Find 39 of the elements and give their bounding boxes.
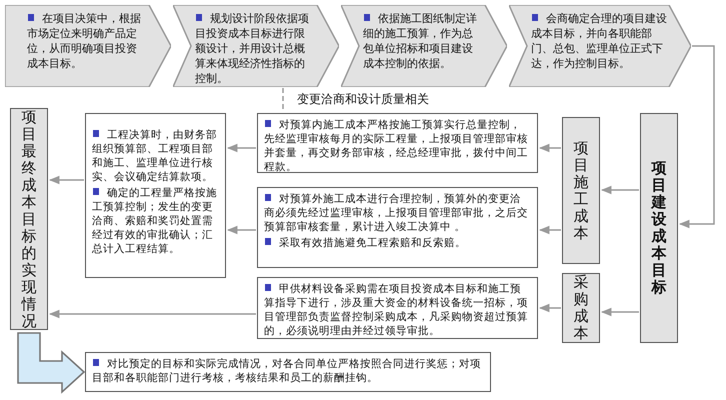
- arrow: [226, 144, 256, 152]
- edge-label: 变更洽商和设计质量相关: [295, 91, 431, 108]
- vertical-label: 项目最终成本目标的实现情况: [21, 108, 37, 330]
- category-box: [640, 113, 678, 343]
- arrow: [538, 226, 561, 234]
- process-step: [5, 5, 171, 87]
- bullet-text: 对预算外施工成本进行合理控制，预算外的变更洽商必须先经过监理审核，上报项目管理部审批，之后交预算部审核套量，累计进入竣工决算中 。: [264, 192, 531, 234]
- process-step: [341, 5, 507, 87]
- text-box: [257, 187, 538, 268]
- arrow: [48, 176, 84, 184]
- text-box: [85, 113, 226, 278]
- process-step: [509, 5, 691, 87]
- arrow: [538, 304, 561, 312]
- category-box: [562, 117, 600, 264]
- bullet-text: 确定的工程量严格按施工预算控制；发生的变更洽商、索赔和奖罚处置需经过有效的审批确认；汇总计入工程结算。: [92, 186, 219, 256]
- bullet-text: 对比预定的目标和实际完成情况，对各合同单位严格按照合同进行奖惩；对项目部和各职能部门进行考核，考核结果和员工的薪酬挂钩。: [92, 357, 484, 385]
- category-box: [562, 273, 600, 343]
- bullet-text: 对预算内施工成本严格按施工预算实行总量控制，先经监理审核每月的实际工程量，上报项目管理部审核并套量，再交财务部审核，经总经理审批，拨付中间工程款。: [264, 118, 531, 174]
- text-box: [85, 352, 491, 392]
- arrow: [678, 45, 715, 228]
- bullet-text: 在项目决策中，根据市场定位来明确产品定位，从而明确项目投资成本目标。: [27, 11, 147, 71]
- bullet-text: 工程决算时，由财务部组织预算部、工程项目部和施工、监理单位进行核实、会议确定结算款项。: [92, 128, 219, 184]
- arrow: [226, 226, 256, 234]
- vertical-label: 采购成本: [573, 274, 589, 342]
- arrow: [48, 310, 256, 318]
- bullet-text: 规划设计阶段依据项目投资成本目标进行限额设计，并用设计总概算来体现经济性指标的控制。: [195, 11, 315, 86]
- arrow: [600, 308, 639, 316]
- vertical-label: 项目建设成本目标: [651, 160, 667, 296]
- process-step: [173, 5, 339, 87]
- bullet-text: 甲供材料设备采购需在项目投资成本目标和施工预算指导下进行，涉及重大资金的材料设备统一招标，项目管理部负责监督控制采购成本，凡采购物资超过预算的，必须说明理由并经过领导审批。: [264, 282, 531, 338]
- connector-line: [282, 88, 284, 112]
- category-box: [10, 108, 48, 330]
- vertical-label: 项目施工成本: [573, 140, 589, 242]
- bullet-text: 依据施工图纸制定详细的施工预算，作为总包单位招标和项目建设成本控制的依据。: [363, 11, 483, 71]
- bullet-text: 采取有效措施避免工程索赔和反索赔。: [264, 236, 531, 250]
- bullet-text: 会商确定合理的项目建设成本目标，并向各职能部门、总包、监理单位正式下达，作为控制目标。: [531, 11, 667, 71]
- block-arrow: [17, 332, 86, 394]
- arrow: [538, 144, 561, 152]
- arrow: [600, 186, 639, 194]
